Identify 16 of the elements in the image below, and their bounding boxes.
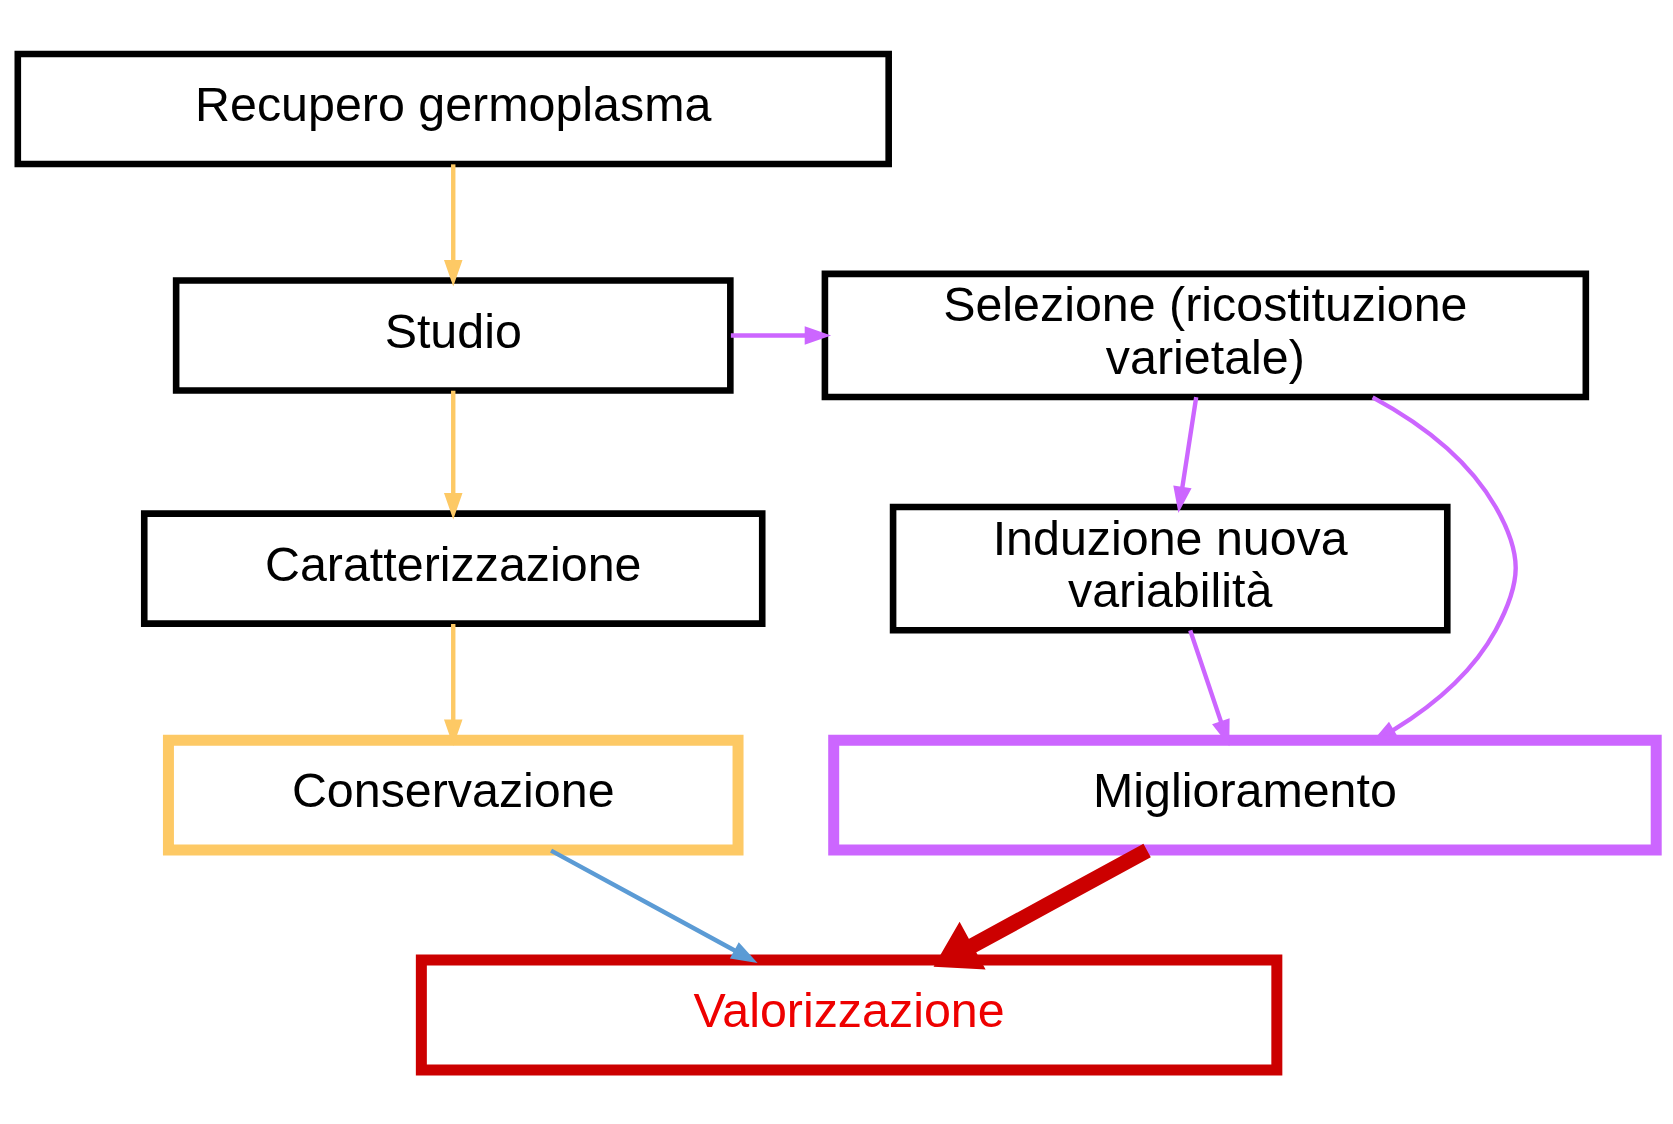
node-box: Miglioramento [827, 734, 1662, 856]
node-box: Recupero germoplasma [14, 50, 892, 168]
node-box: Valorizzazione [415, 954, 1282, 1076]
node-box: Conservazione [162, 734, 744, 856]
node-box: Induzione nuova variabilità [889, 503, 1451, 634]
arrow [443, 164, 462, 287]
arrow [730, 326, 831, 345]
arrow [933, 843, 1151, 970]
node-box: Caratterizzazione [140, 510, 766, 627]
node-box: Selezione (ricostituzione varietale) [821, 270, 1589, 401]
arrow [549, 848, 758, 963]
node-box: Studio [172, 277, 734, 394]
arrow [1172, 396, 1198, 513]
arrow [443, 390, 462, 520]
arrow [443, 624, 462, 747]
arrow [1187, 629, 1230, 747]
